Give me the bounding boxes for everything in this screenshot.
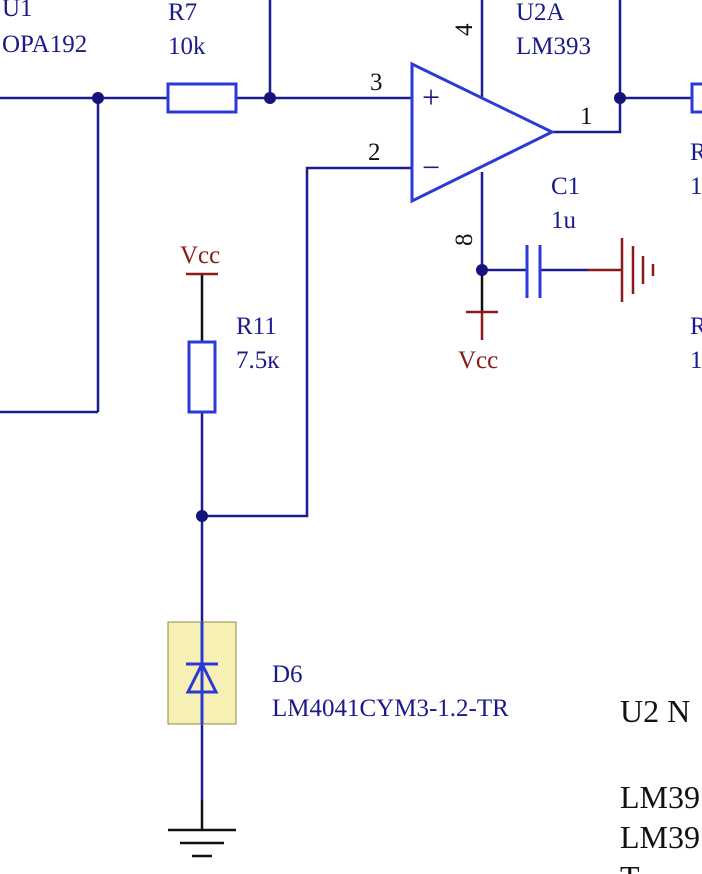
capacitor-c1[interactable] [525, 245, 542, 298]
c1-ref: C1 [551, 173, 580, 200]
junctions [92, 92, 626, 522]
r11-ref: R11 [236, 313, 277, 340]
junction-dot [92, 92, 104, 104]
u2a-value: LM393 [516, 33, 591, 60]
pin-number: 1 [580, 103, 593, 130]
u1-ref: U1 [2, 0, 33, 22]
partial-value: 1 [690, 173, 702, 200]
junction-dot [476, 264, 488, 276]
r7-ref: R7 [168, 0, 197, 26]
r7-value: 10k [168, 33, 206, 60]
r11-value: 7.5к [236, 347, 280, 374]
diode-triangle-icon [185, 660, 219, 694]
c1-value: 1u [551, 207, 577, 234]
pin-numbers: 3 2 1 4 8 [368, 23, 593, 246]
pin-number: 8 [451, 234, 478, 247]
diode-d6[interactable] [167, 621, 237, 725]
wire-minus-to-ref [202, 166, 412, 518]
u2a-ref: U2A [516, 0, 565, 26]
note-line: U2 N [620, 693, 690, 729]
note-line: T [620, 859, 640, 874]
junction-dot [264, 92, 276, 104]
vcc-label: Vcc [458, 347, 498, 374]
black-wires [200, 270, 484, 830]
junction-dot [614, 92, 626, 104]
vcc-symbol-r11: Vcc [180, 242, 220, 276]
vcc-label: Vcc [180, 242, 220, 269]
partial-ref: R [690, 139, 702, 166]
ground-icon [588, 238, 655, 302]
partial-ref: R [690, 313, 702, 340]
note-line: LM39 [620, 819, 700, 855]
minus-sign: − [422, 149, 440, 185]
plus-sign: + [422, 79, 440, 115]
vcc-symbol-u2: Vcc [458, 310, 498, 374]
d6-ref: D6 [272, 661, 303, 688]
resistor-r11[interactable] [187, 340, 217, 414]
notes: U2 N LM39 LM39 T [620, 693, 700, 874]
opamp-triangle-icon [410, 61, 556, 204]
junction-dot [196, 510, 208, 522]
pin-number: 4 [451, 23, 478, 36]
pin-number: 3 [370, 69, 383, 96]
wire-output-node [552, 98, 622, 134]
resistor-partial-right [690, 82, 702, 114]
d6-value: LM4041CYM3-1.2-TR [272, 695, 509, 722]
comparator-u2a[interactable]: + − [410, 61, 556, 204]
ground-icon [168, 828, 236, 858]
wires [0, 0, 692, 800]
pin-number: 2 [368, 139, 381, 166]
note-line: LM39 [620, 779, 700, 815]
partial-value: 1 [690, 347, 702, 374]
labels: U1 OPA192 R7 10k U2A LM393 C1 1u R11 7.5… [2, 0, 702, 722]
resistor-r7[interactable] [166, 82, 238, 114]
u1-value: OPA192 [2, 31, 87, 58]
